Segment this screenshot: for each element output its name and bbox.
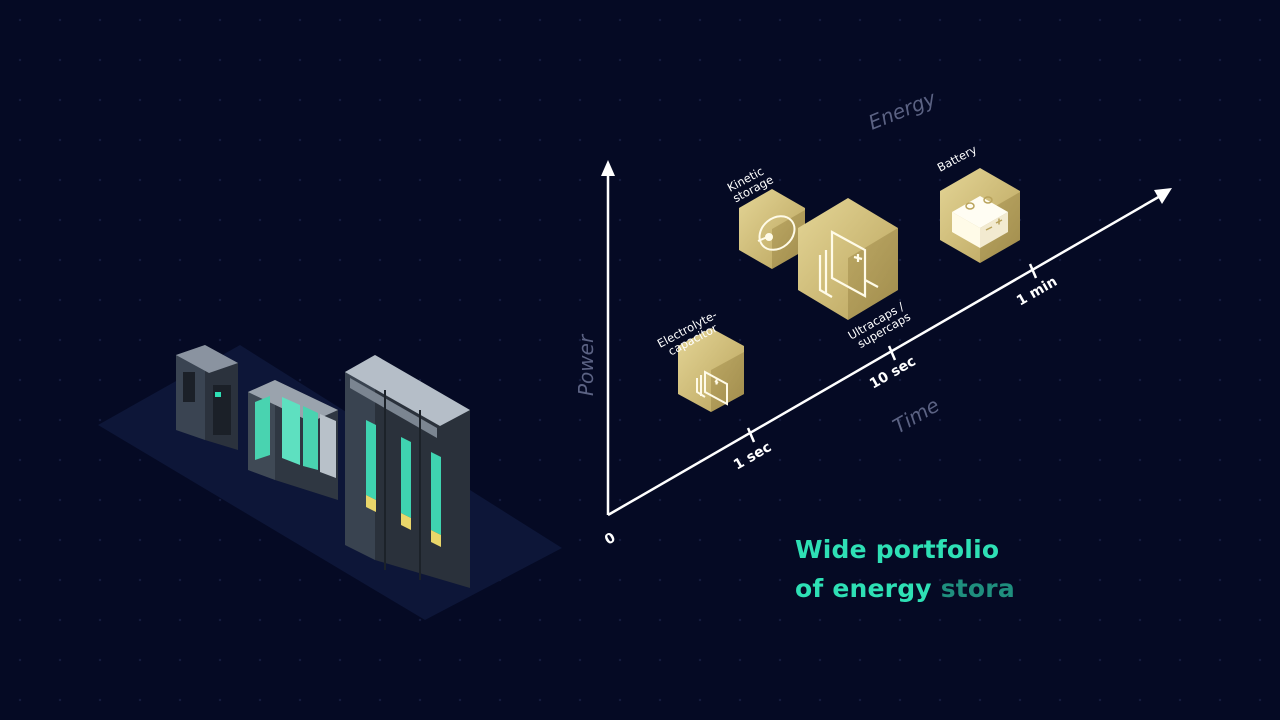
tick-1min: [1028, 263, 1038, 279]
capacitor-icon: [696, 370, 728, 406]
battery-icon: [952, 196, 1008, 248]
time-axis-arrow: [1154, 188, 1172, 204]
tick-1sec: [746, 427, 756, 443]
battery-hex: [940, 168, 1020, 263]
headline-line-2-end: stora: [940, 574, 1015, 603]
headline-line-2: of energy stora: [795, 569, 1015, 608]
time-axis-line: [607, 193, 1163, 517]
tick-10sec: [887, 345, 897, 361]
supercapacitor-icon: [818, 230, 879, 298]
origin-label: 0: [602, 530, 619, 549]
kinetic-storage-hex: [739, 189, 805, 269]
compact-drive-unit: [176, 345, 238, 450]
flywheel-icon: [757, 215, 796, 251]
electrolyte-capacitor-hex: [678, 328, 744, 412]
tick-label-1sec: 1 sec: [731, 439, 774, 473]
power-axis-label: Power: [574, 333, 598, 396]
modular-controller-unit: [248, 380, 338, 500]
time-axis-label: Time: [889, 393, 944, 439]
converter-cabinet: [345, 355, 470, 588]
chart-axes: [601, 160, 1172, 517]
energy-axis-label: Energy: [865, 86, 940, 135]
headline-line-2-start: of energy: [795, 574, 932, 603]
tick-label-1min: 1 min: [1014, 274, 1060, 310]
headline-line-1: Wide portfolio: [795, 535, 1000, 564]
ultracaps-hex: [798, 198, 898, 320]
tick-label-10sec: 10 sec: [867, 353, 919, 392]
drive-equipment-illustration: [98, 345, 562, 620]
headline-caption: Wide portfolio of energy stora: [795, 530, 1015, 608]
battery-label: Battery: [935, 142, 979, 174]
power-axis-arrow: [601, 160, 615, 176]
